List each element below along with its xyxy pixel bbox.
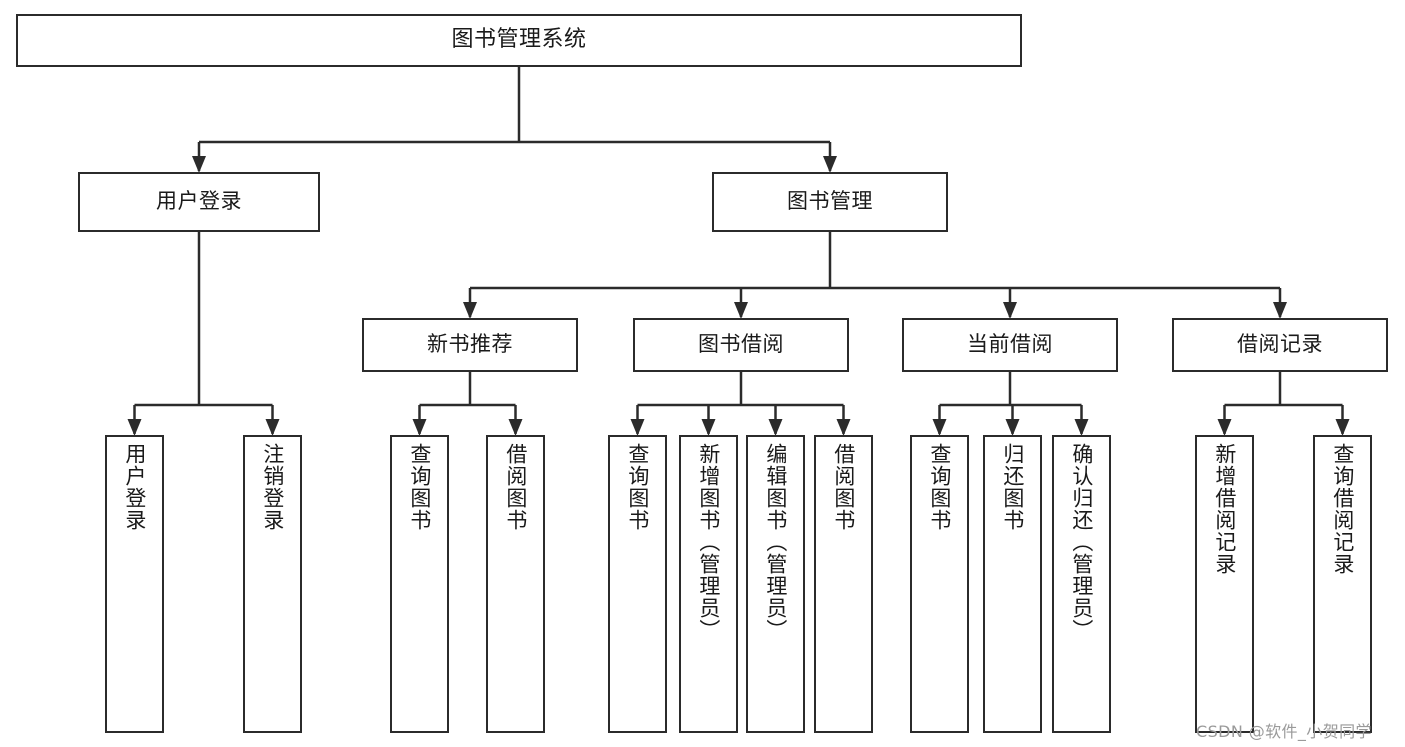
node-label: 借阅图书 bbox=[503, 443, 528, 531]
node-label: 借阅图书 bbox=[831, 443, 856, 531]
arrow-head-icon bbox=[412, 419, 427, 436]
node-label: 当前借阅 bbox=[967, 332, 1053, 357]
node-l-confirm-ret[interactable]: 确认归还（管理员） bbox=[1052, 435, 1111, 733]
arrow-head-icon bbox=[265, 419, 280, 436]
node-label: 编辑图书（管理员） bbox=[763, 443, 788, 641]
node-label: 图书管理系统 bbox=[451, 27, 587, 53]
arrow-head-icon bbox=[734, 302, 748, 319]
node-label: 新增图书（管理员） bbox=[696, 443, 721, 641]
node-l-borrow-book-1[interactable]: 借阅图书 bbox=[486, 435, 545, 733]
node-book-borrow[interactable]: 图书借阅 bbox=[633, 318, 849, 372]
node-l-user-login[interactable]: 用户登录 bbox=[105, 435, 164, 733]
node-l-query-book-1[interactable]: 查询图书 bbox=[390, 435, 449, 733]
node-label: 借阅记录 bbox=[1237, 332, 1323, 357]
node-l-edit-book[interactable]: 编辑图书（管理员） bbox=[746, 435, 805, 733]
node-label: 图书借阅 bbox=[698, 332, 784, 357]
arrow-head-icon bbox=[823, 156, 837, 173]
node-l-return-book[interactable]: 归还图书 bbox=[983, 435, 1042, 733]
arrow-head-icon bbox=[1003, 302, 1017, 319]
node-l-user-logout[interactable]: 注销登录 bbox=[243, 435, 302, 733]
node-l-query-book-2[interactable]: 查询图书 bbox=[608, 435, 667, 733]
node-l-query-record[interactable]: 查询借阅记录 bbox=[1313, 435, 1372, 733]
node-label: 归还图书 bbox=[1000, 443, 1025, 531]
node-borrow-log[interactable]: 借阅记录 bbox=[1172, 318, 1388, 372]
node-label: 查询图书 bbox=[407, 443, 432, 531]
arrow-head-icon bbox=[463, 302, 477, 319]
node-l-borrow-book-2[interactable]: 借阅图书 bbox=[814, 435, 873, 733]
node-user-login[interactable]: 用户登录 bbox=[78, 172, 320, 232]
node-l-add-book[interactable]: 新增图书（管理员） bbox=[679, 435, 738, 733]
arrow-head-icon bbox=[836, 419, 851, 436]
node-label: 查询图书 bbox=[927, 443, 952, 531]
arrow-head-icon bbox=[1074, 419, 1089, 436]
node-label: 新增借阅记录 bbox=[1212, 443, 1237, 575]
node-label: 用户登录 bbox=[156, 189, 242, 214]
node-label: 新书推荐 bbox=[427, 332, 513, 357]
node-label: 确认归还（管理员） bbox=[1069, 443, 1094, 641]
node-label: 用户登录 bbox=[122, 443, 147, 531]
node-cur-borrow[interactable]: 当前借阅 bbox=[902, 318, 1118, 372]
arrow-head-icon bbox=[1335, 419, 1350, 436]
arrow-head-icon bbox=[127, 419, 142, 436]
arrow-head-icon bbox=[932, 419, 947, 436]
arrow-head-icon bbox=[630, 419, 645, 436]
arrow-head-icon bbox=[1217, 419, 1232, 436]
arrow-head-icon bbox=[1273, 302, 1287, 319]
node-label: 查询借阅记录 bbox=[1330, 443, 1355, 575]
arrow-head-icon bbox=[768, 419, 783, 436]
node-label: 注销登录 bbox=[260, 443, 285, 531]
arrow-head-icon bbox=[508, 419, 523, 436]
node-l-add-record[interactable]: 新增借阅记录 bbox=[1195, 435, 1254, 733]
csdn-watermark: CSDN @软件_小贺同学 bbox=[1196, 722, 1372, 741]
node-book-mgmt[interactable]: 图书管理 bbox=[712, 172, 948, 232]
node-l-query-book-3[interactable]: 查询图书 bbox=[910, 435, 969, 733]
arrow-head-icon bbox=[1005, 419, 1020, 436]
node-label: 图书管理 bbox=[787, 189, 873, 214]
node-root[interactable]: 图书管理系统 bbox=[16, 14, 1022, 67]
arrow-head-icon bbox=[192, 156, 206, 173]
node-new-book-rec[interactable]: 新书推荐 bbox=[362, 318, 578, 372]
arrow-head-icon bbox=[701, 419, 716, 436]
node-label: 查询图书 bbox=[625, 443, 650, 531]
